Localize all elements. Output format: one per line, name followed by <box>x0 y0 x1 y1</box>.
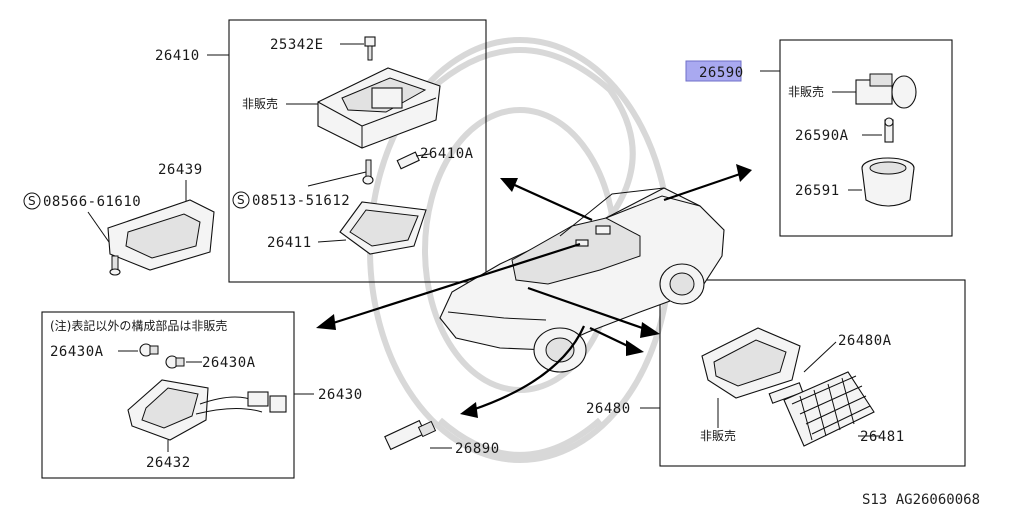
label-26410A[interactable]: 26410A <box>420 146 474 162</box>
lamp-housing-26480 <box>701 327 801 399</box>
bulb-26430A-2 <box>165 355 185 369</box>
group-26890: 26890 <box>384 419 500 457</box>
label-26480A[interactable]: 26480A <box>838 333 892 349</box>
car-illustration <box>439 187 725 373</box>
label-26430[interactable]: 26430 <box>318 387 363 403</box>
group-26480: 26480 非販売 26480A 26481 <box>586 279 966 467</box>
highlight-box <box>685 60 742 82</box>
label-26410[interactable]: 26410 <box>155 48 200 64</box>
label-26890[interactable]: 26890 <box>455 441 500 457</box>
label-08513-51612[interactable]: 08513-51612 <box>252 193 350 209</box>
lens-26591 <box>861 157 915 207</box>
label-hanbai-1: 非販売 <box>242 96 278 111</box>
group-26439: 26439 S 08566-61610 <box>23 162 215 276</box>
screw-symbol-1: S <box>237 193 245 207</box>
group-26590: 26590 非販売 26590A 26591 <box>685 39 953 237</box>
label-26481[interactable]: 26481 <box>860 429 905 445</box>
bulb-26430A-1 <box>139 343 159 357</box>
label-08566-61610[interactable]: 08566-61610 <box>43 194 141 210</box>
screw-08513 <box>362 159 374 185</box>
label-26432[interactable]: 26432 <box>146 455 191 471</box>
label-26480[interactable]: 26480 <box>586 401 631 417</box>
label-26430A-2[interactable]: 26430A <box>202 355 256 371</box>
label-26591[interactable]: 26591 <box>795 183 840 199</box>
screw-symbol-icon-2 <box>23 192 41 210</box>
label-25342E[interactable]: 25342E <box>270 37 324 53</box>
screw-symbol-icon <box>232 191 250 209</box>
note-non-sale: (注)表記以外の構成部品は非販売 <box>50 318 227 333</box>
label-26590[interactable]: 26590 <box>699 65 744 81</box>
lens-26481 <box>783 371 875 447</box>
bulb-26480A <box>768 382 804 404</box>
socket-trunk-lamp <box>855 73 917 109</box>
screw-25342E <box>364 36 376 61</box>
screw-symbol-2: S <box>28 194 36 208</box>
bracket-26439 <box>107 199 215 276</box>
drawing-id: S13 AG26060068 <box>862 492 980 508</box>
label-26411[interactable]: 26411 <box>267 235 312 251</box>
room-lamp-26430 <box>127 379 287 441</box>
bulb-26590A <box>884 117 894 143</box>
bulb-26410A <box>396 151 420 170</box>
group-26430: (注)表記以外の構成部品は非販売 26430A 26430A 26430 264… <box>41 311 363 479</box>
label-26430A-1[interactable]: 26430A <box>50 344 104 360</box>
map-lamp-housing <box>317 67 441 149</box>
label-26439[interactable]: 26439 <box>158 162 203 178</box>
bulb-26890 <box>384 419 437 451</box>
label-hanbai-3: 非販売 <box>700 428 736 443</box>
lens-26411 <box>339 201 427 255</box>
group-26410: 26410 25342E 非販売 26410A <box>155 19 487 283</box>
label-26590A[interactable]: 26590A <box>795 128 849 144</box>
label-hanbai-2: 非販売 <box>788 84 824 99</box>
pointer-arrows <box>316 164 752 418</box>
